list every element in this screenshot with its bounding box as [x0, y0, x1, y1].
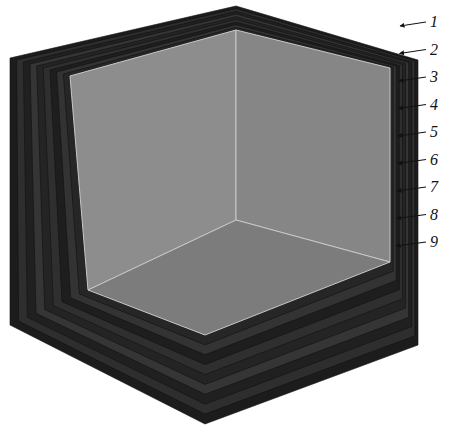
wall-layer — [57, 25, 397, 355]
wall-layer — [10, 6, 418, 424]
wall-layer — [63, 27, 393, 345]
callout-number: 2 — [430, 42, 438, 58]
callout-number: 9 — [430, 234, 438, 250]
wall-layer — [30, 14, 409, 394]
wall-layer — [43, 19, 402, 374]
wall-layer — [37, 17, 406, 385]
callout-number: 6 — [430, 152, 438, 168]
callout-number: 8 — [430, 207, 438, 223]
wall-layer — [50, 22, 399, 365]
floor — [88, 220, 390, 335]
wall-layer — [23, 11, 411, 404]
callout-number: 5 — [430, 124, 438, 140]
leader-arrow — [400, 22, 426, 26]
callout-number: 3 — [430, 69, 438, 85]
callout-number: 1 — [430, 14, 438, 30]
wall-layer — [17, 9, 415, 414]
leader-arrow — [399, 105, 427, 109]
leader-arrow — [398, 160, 427, 164]
leader-arrow — [399, 77, 426, 81]
leader-arrow — [397, 187, 426, 191]
leader-arrow — [400, 50, 427, 54]
leader-arrow — [396, 242, 426, 246]
callout-number: 4 — [430, 97, 438, 113]
leader-arrow — [397, 215, 427, 219]
callout-number: 7 — [430, 179, 438, 195]
leader-arrow — [398, 132, 426, 136]
